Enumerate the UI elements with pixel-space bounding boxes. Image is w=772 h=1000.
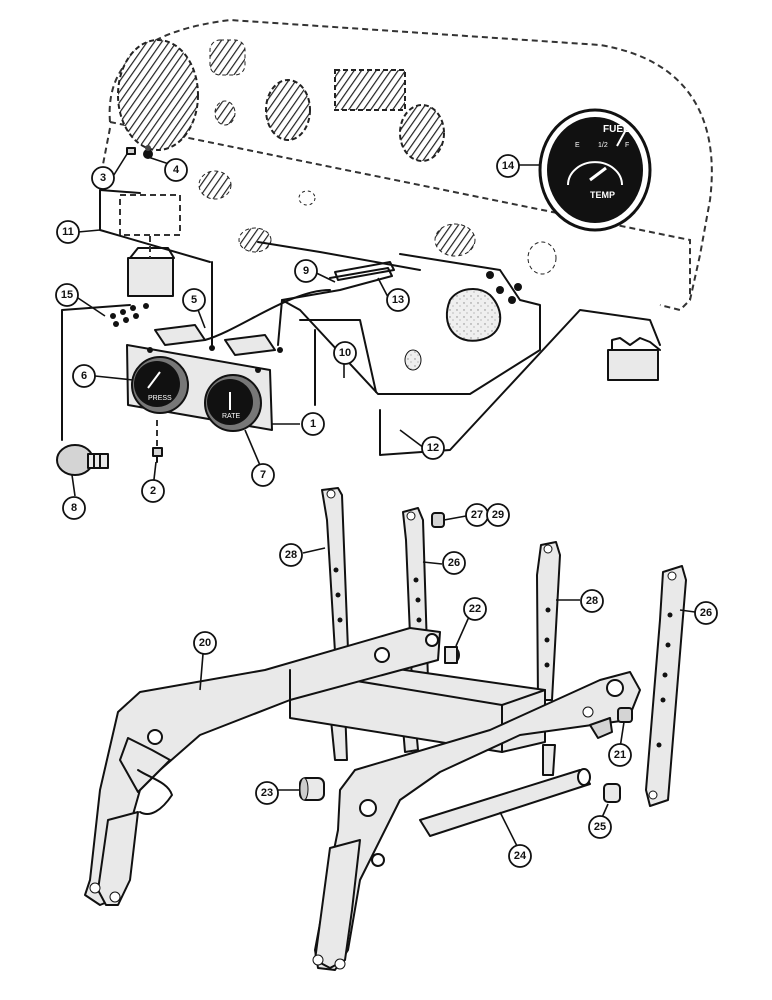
pressure-gauge-label: PRESS [148, 395, 172, 402]
hanger-bar-28-right [536, 541, 561, 776]
rate-gauge-label: RATE [222, 413, 240, 420]
gauge-fuel-half: 1/2 [598, 142, 608, 149]
gauge-fuel-full: F [625, 142, 629, 149]
callout-28-left: 28 [279, 543, 303, 567]
svg-text:25: 25 [594, 821, 606, 833]
callout-6: 6 [72, 364, 96, 388]
bushing-22 [444, 646, 460, 664]
callout-9: 9 [294, 259, 318, 283]
gauge-fuel-empty: E [575, 142, 580, 149]
callout-22: 22 [463, 597, 487, 621]
callout-8: 8 [62, 496, 86, 520]
bushing-25 [603, 783, 621, 803]
gauge-temp-label: TEMP [590, 190, 615, 200]
indicator-phantom-icon [334, 69, 406, 111]
callout-15: 15 [55, 283, 79, 307]
svg-text:15: 15 [61, 289, 73, 301]
svg-text:22: 22 [469, 603, 481, 615]
svg-text:7: 7 [260, 469, 266, 481]
svg-text:29: 29 [492, 509, 504, 521]
switch-phantom-icon [209, 39, 246, 76]
callout-28-right: 28 [580, 589, 604, 613]
callout-13: 13 [386, 288, 410, 312]
cross-tube [419, 768, 591, 837]
svg-text:21: 21 [614, 749, 626, 761]
wiring-harness [61, 189, 661, 456]
gauge-fuel-label: FUEL [603, 124, 629, 135]
pressure-gauge: PRESS [131, 356, 189, 414]
callout-24: 24 [508, 844, 532, 868]
callout-10: 10 [333, 341, 357, 365]
callout-20: 20 [193, 631, 217, 655]
svg-text:4: 4 [173, 164, 180, 176]
callout-1: 1 [301, 412, 325, 436]
callout-26-right: 26 [694, 601, 718, 625]
fuel-temp-gauge: FUEL E 1/2 F TEMP [538, 108, 652, 232]
callout-21: 21 [608, 743, 632, 767]
svg-text:28: 28 [586, 595, 598, 607]
side-frame-left [84, 627, 441, 906]
small-gauge-phantom-icon [265, 79, 311, 141]
svg-text:20: 20 [199, 637, 211, 649]
callout-4: 4 [164, 158, 188, 182]
svg-text:13: 13 [392, 294, 404, 306]
svg-text:10: 10 [339, 347, 351, 359]
mounting-plate [334, 261, 395, 281]
large-gauge-phantom-icon [117, 39, 199, 151]
connector-11 [119, 194, 181, 297]
svg-text:14: 14 [502, 160, 515, 172]
svg-text:8: 8 [71, 502, 77, 514]
callout-27: 27 [465, 503, 489, 527]
bushing-21 [617, 707, 633, 723]
bushing-27 [431, 512, 445, 528]
svg-text:2: 2 [150, 485, 156, 497]
terminal-dots [110, 303, 149, 327]
callout-3: 3 [91, 166, 115, 190]
svg-text:11: 11 [62, 226, 74, 238]
callout-29: 29 [486, 503, 510, 527]
svg-text:27: 27 [471, 509, 483, 521]
switch-phantom-icon [198, 170, 232, 200]
svg-text:26: 26 [448, 557, 460, 569]
svg-text:26: 26 [700, 607, 712, 619]
svg-text:9: 9 [303, 265, 309, 277]
callout-12: 12 [421, 436, 445, 460]
callout-2: 2 [141, 479, 165, 503]
callout-26-center: 26 [442, 551, 466, 575]
callout-7: 7 [251, 463, 275, 487]
ignition-switch [404, 271, 522, 371]
callout-5: 5 [182, 288, 206, 312]
callout-23: 23 [255, 781, 279, 805]
svg-text:28: 28 [285, 549, 297, 561]
callout-14: 14 [496, 154, 520, 178]
small-gauge-phantom-icon [399, 104, 445, 162]
connector-right [607, 337, 661, 381]
gauge-bracket: PRESS RATE [126, 344, 283, 432]
bulb-and-socket [126, 145, 153, 159]
instrument-panel-phantom [99, 18, 713, 312]
lens-covers [154, 324, 276, 356]
svg-text:5: 5 [191, 294, 197, 306]
screw [152, 420, 163, 463]
svg-text:3: 3 [100, 172, 106, 184]
sender-unit [56, 444, 109, 476]
rate-gauge: RATE [204, 374, 262, 432]
svg-text:12: 12 [427, 442, 439, 454]
side-frame-right [312, 671, 641, 971]
svg-text:6: 6 [81, 370, 87, 382]
callout-11: 11 [56, 220, 80, 244]
svg-text:1: 1 [310, 418, 316, 430]
callout-25: 25 [588, 815, 612, 839]
svg-text:23: 23 [261, 787, 273, 799]
bushing-23 [299, 777, 325, 801]
svg-text:24: 24 [514, 850, 527, 862]
hanger-bar-26-right [645, 565, 687, 807]
